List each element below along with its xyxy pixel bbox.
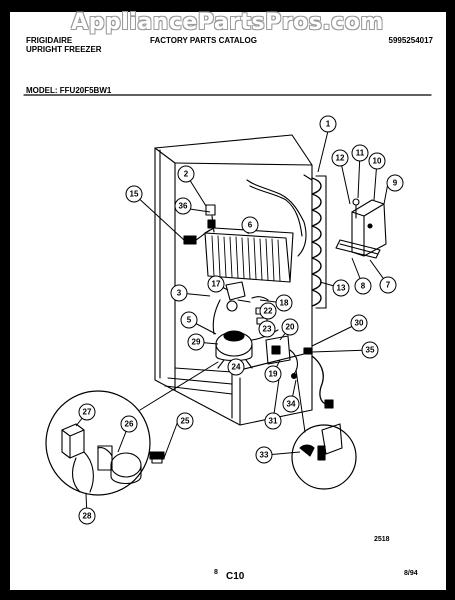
- callout-20: 20: [286, 323, 295, 332]
- callout-31: 31: [269, 417, 278, 426]
- catalog-title: FACTORY PARTS CATALOG: [150, 36, 257, 45]
- callout-33: 33: [260, 451, 269, 460]
- callout-17: 17: [212, 280, 221, 289]
- callout-29: 29: [192, 338, 201, 347]
- callout-33-circle: [255, 446, 273, 464]
- callout-36-circle: [174, 197, 192, 215]
- callout-18-circle: [275, 294, 293, 312]
- callout-11: 11: [356, 149, 365, 158]
- callout-36: 36: [179, 202, 188, 211]
- callout-26: 26: [125, 420, 134, 429]
- callout-22: 22: [264, 307, 273, 316]
- callout-26-circle: [120, 415, 138, 433]
- brand-label: FRIGIDAIRE: [26, 36, 73, 45]
- callout-34: 34: [287, 400, 296, 409]
- sheet-number: 2518: [374, 536, 390, 543]
- callout-10: 10: [373, 157, 382, 166]
- callout-12-circle: [331, 149, 349, 167]
- callout-30-circle: [350, 314, 368, 332]
- parts-sheet: [10, 12, 446, 590]
- callout-9: 9: [393, 179, 398, 188]
- callout-19-circle: [264, 365, 282, 383]
- page-prefix: 8: [214, 569, 218, 576]
- callout-7-circle: [379, 276, 397, 294]
- callout-27: 27: [83, 408, 92, 417]
- callout-7: 7: [386, 281, 391, 290]
- callout-23-circle: [258, 320, 276, 338]
- callout-6: 6: [248, 221, 253, 230]
- callout-18: 18: [280, 299, 289, 308]
- callout-25: 25: [181, 417, 190, 426]
- callout-2-circle: [177, 165, 195, 183]
- callout-2: 2: [184, 170, 189, 179]
- revision-date: 8/94: [404, 570, 418, 577]
- callout-13-circle: [332, 279, 350, 297]
- model-line: MODEL: FFU20F5BW1: [26, 86, 112, 95]
- callout-15-circle: [125, 185, 143, 203]
- callout-25-circle: [176, 412, 194, 430]
- callout-29-circle: [187, 333, 205, 351]
- callout-12: 12: [336, 154, 345, 163]
- callout-11-circle: [351, 144, 369, 162]
- callout-27-circle: [78, 403, 96, 421]
- callout-35: 35: [366, 346, 375, 355]
- callout-13: 13: [337, 284, 346, 293]
- watermark: AppliancePartsPros.com: [71, 10, 384, 35]
- callout-19: 19: [269, 370, 278, 379]
- page-number: C10: [226, 571, 245, 582]
- callout-1: 1: [326, 120, 331, 129]
- callout-5-circle: [180, 311, 198, 329]
- callout-22-circle: [259, 302, 277, 320]
- catalog-number: 5995254017: [388, 36, 434, 45]
- callout-31-circle: [264, 412, 282, 430]
- callout-9-circle: [386, 174, 404, 192]
- callout-20-circle: [281, 318, 299, 336]
- callout-3-circle: [170, 284, 188, 302]
- product-subtitle: UPRIGHT FREEZER: [26, 45, 102, 54]
- callout-35-circle: [361, 341, 379, 359]
- callout-10-circle: [368, 152, 386, 170]
- callout-30: 30: [355, 319, 364, 328]
- callout-28-circle: [78, 507, 96, 525]
- callout-24: 24: [232, 363, 241, 372]
- callout-24-circle: [227, 358, 245, 376]
- callout-15: 15: [130, 190, 139, 199]
- callout-8: 8: [361, 282, 366, 291]
- callout-23: 23: [263, 325, 272, 334]
- callout-3: 3: [177, 289, 182, 298]
- callout-5: 5: [187, 316, 192, 325]
- callout-1-circle: [319, 115, 337, 133]
- callout-6-circle: [241, 216, 259, 234]
- callout-17-circle: [207, 275, 225, 293]
- callout-34-circle: [282, 395, 300, 413]
- callout-8-circle: [354, 277, 372, 295]
- callout-28: 28: [83, 512, 92, 521]
